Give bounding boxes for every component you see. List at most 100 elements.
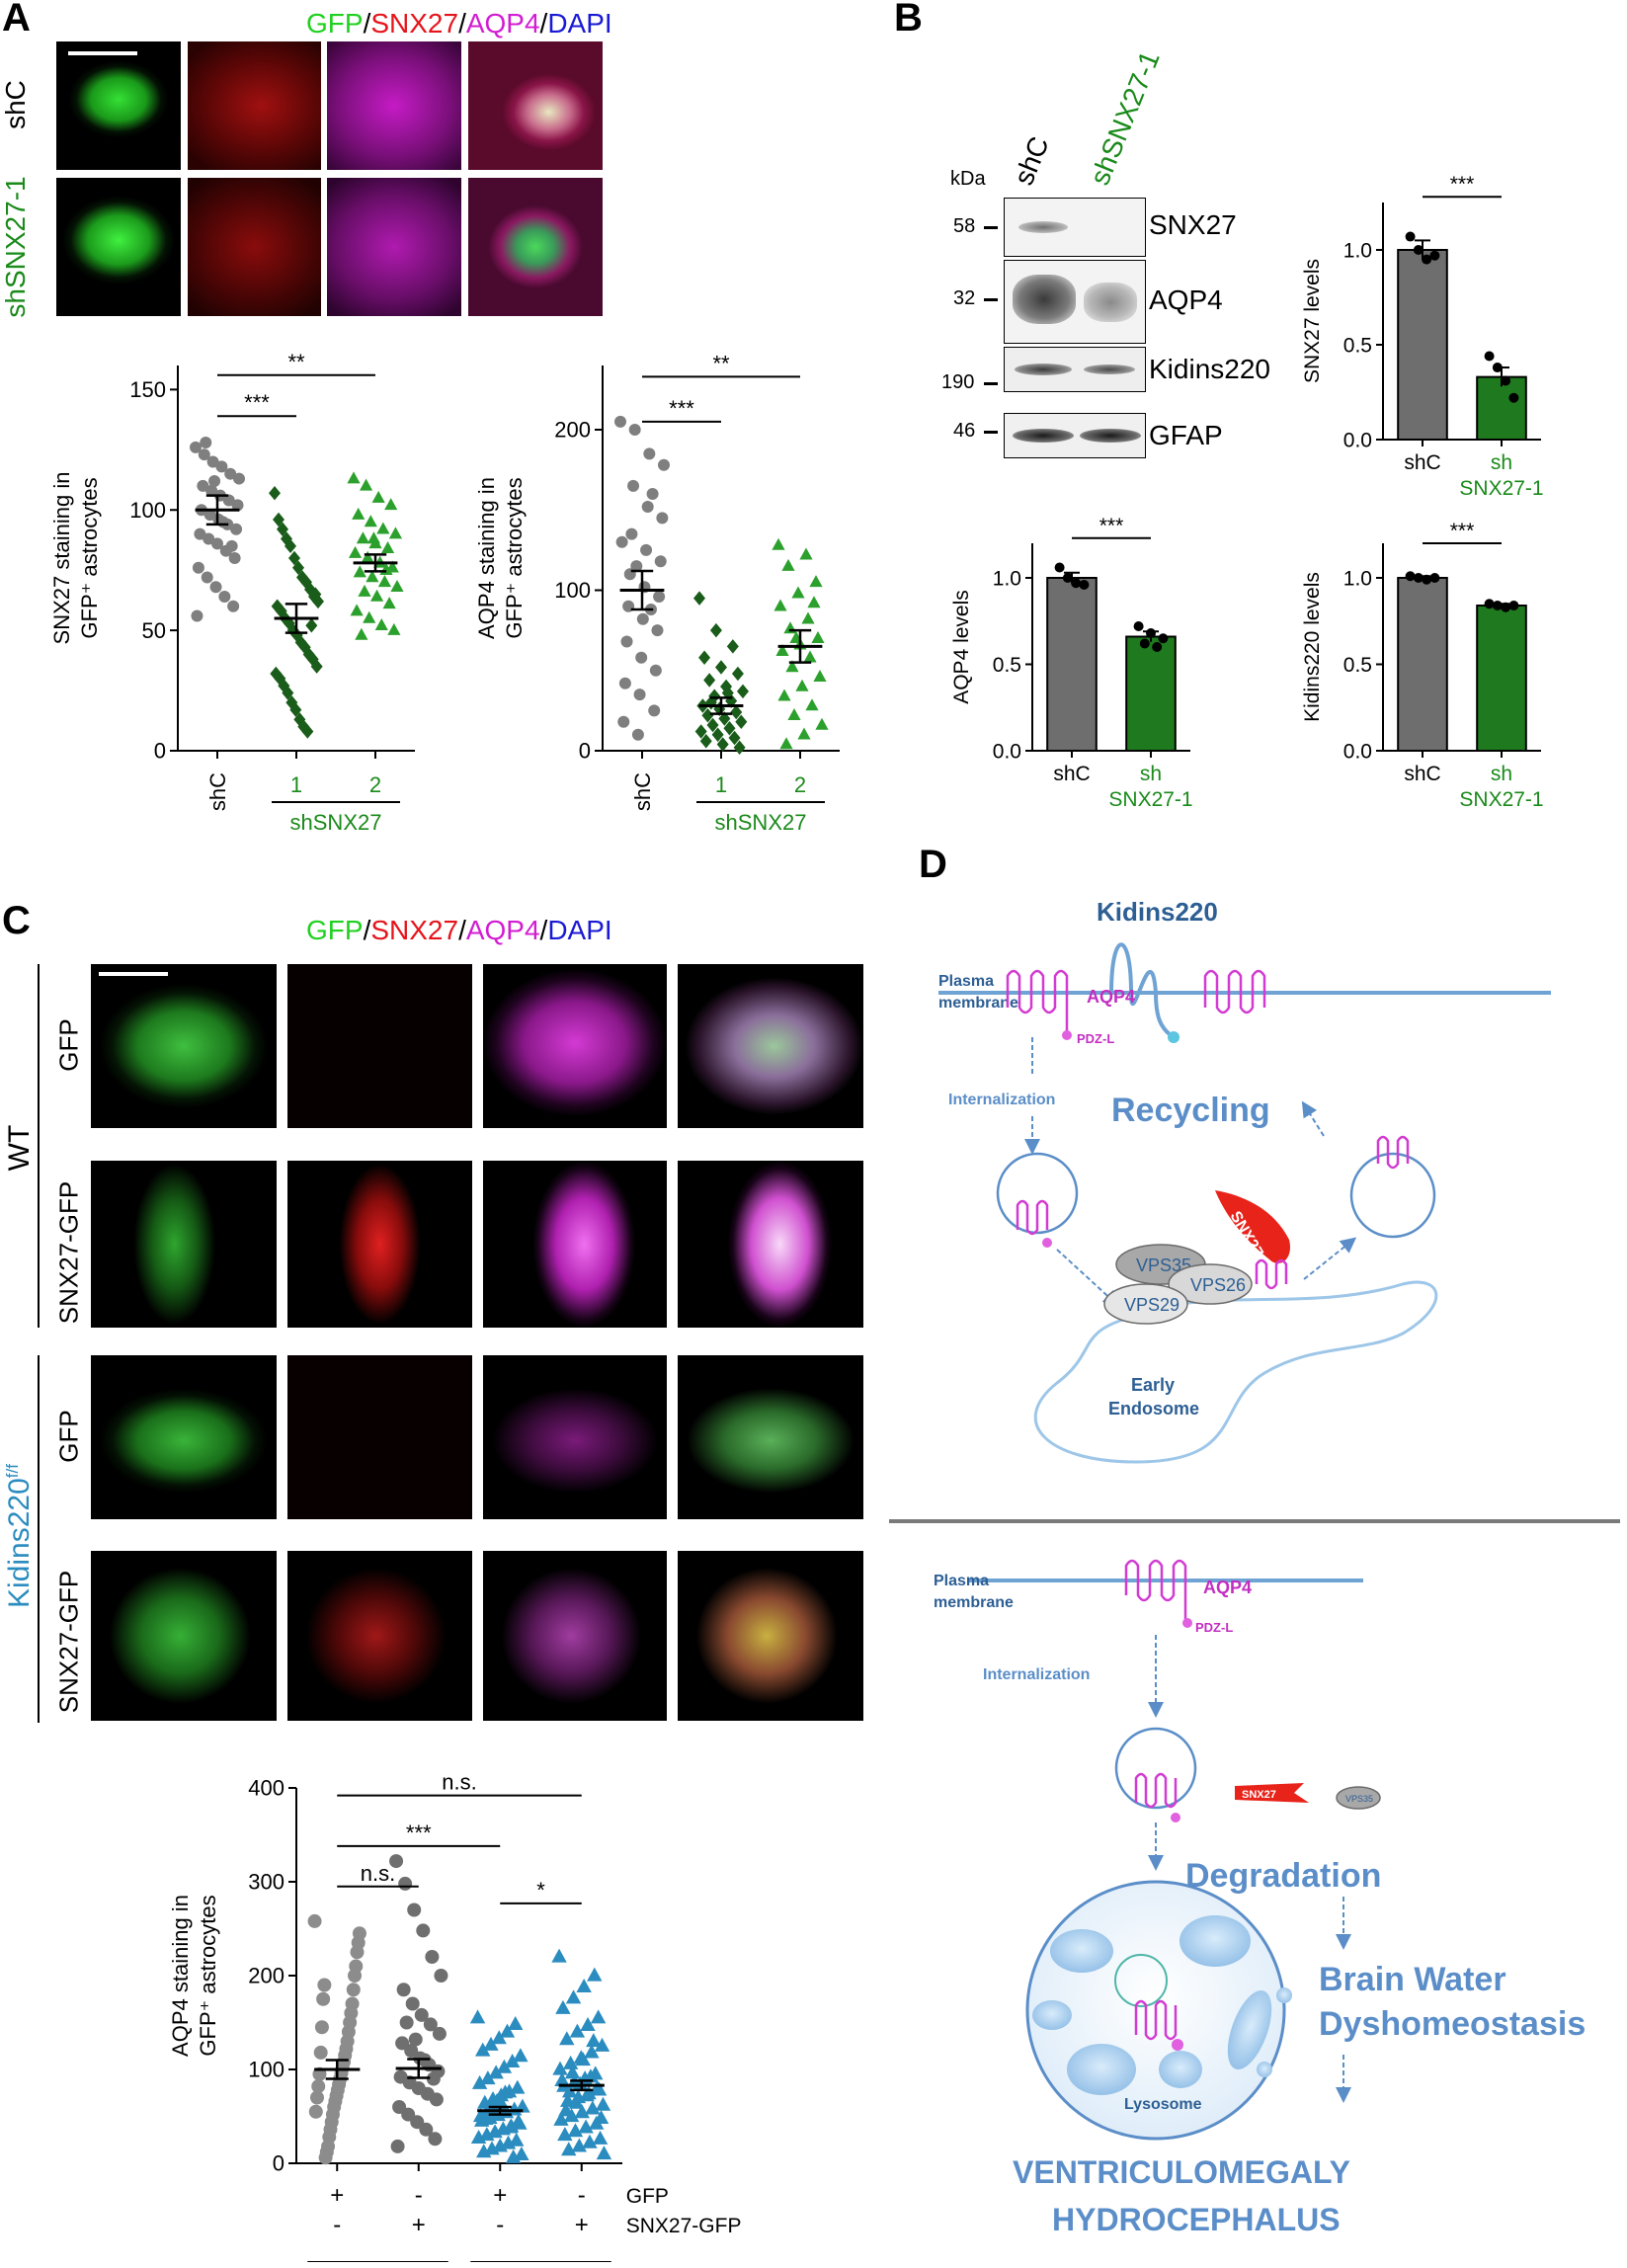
data-point <box>694 724 707 739</box>
x-tick-label: 1 <box>290 772 302 797</box>
data-point <box>277 522 288 536</box>
data-point <box>1492 363 1503 373</box>
data-point <box>614 415 626 428</box>
data-point <box>698 650 711 665</box>
y-tick-label: 1.0 <box>1343 239 1372 262</box>
data-point <box>1501 375 1511 386</box>
y-axis-label: SNX27 staining in <box>49 472 74 645</box>
data-point <box>799 547 813 560</box>
data-point <box>811 631 825 644</box>
bar <box>1476 605 1527 752</box>
group-label: shSNX27 <box>715 810 807 835</box>
x-tick-label: shC <box>1404 451 1440 474</box>
channel-title-part: / <box>458 915 466 945</box>
panel-label-a: A <box>2 0 31 40</box>
data-point <box>653 591 666 603</box>
micrograph-wt-snx27gfp-aqp4 <box>483 1161 667 1328</box>
data-point <box>200 437 212 448</box>
data-point <box>475 2042 491 2057</box>
aqp4-recycling-vesicle <box>1376 1135 1410 1170</box>
data-point <box>772 537 785 550</box>
channel-title-part: DAPI <box>547 915 612 945</box>
data-point <box>1079 580 1090 590</box>
marker-190: 190 <box>941 371 975 393</box>
data-point <box>590 2009 607 2024</box>
data-point <box>654 555 667 568</box>
data-point <box>554 2072 570 2086</box>
group-bracket-wt <box>38 964 40 1328</box>
data-point <box>285 538 296 554</box>
data-point <box>361 550 374 563</box>
data-point <box>282 686 294 700</box>
label-early: Early <box>1131 1375 1175 1395</box>
panel-a-channel-title: GFP/SNX27/AQP4/DAPI <box>306 8 612 40</box>
data-point <box>803 650 817 663</box>
y-tick-label: 0.0 <box>993 740 1021 763</box>
data-point <box>471 2074 488 2089</box>
label-pdzl: PDZ-L <box>1077 1031 1114 1046</box>
label-ventriculomegaly: VENTRICULOMEGALY <box>1013 2154 1350 2190</box>
label-degradation: Degradation <box>1185 1857 1381 1895</box>
data-point <box>311 2079 326 2094</box>
data-point <box>347 471 361 484</box>
x-tick-label: shC <box>1053 763 1090 785</box>
data-point <box>551 1948 567 1963</box>
data-point <box>615 535 628 548</box>
y-tick-label: 100 <box>129 498 166 523</box>
micrograph-wt-snx27gfp-merge <box>678 1161 863 1328</box>
data-point <box>580 2016 596 2031</box>
data-point <box>628 424 641 436</box>
band-label-kidins220: Kidins220 <box>1149 354 1270 384</box>
data-point <box>273 512 285 527</box>
data-point <box>371 490 385 503</box>
x-tick-label: 1 <box>715 772 727 797</box>
label-hydrocephalus: HYDROCEPHALUS <box>1052 2202 1341 2237</box>
data-point <box>726 639 739 654</box>
data-point <box>271 599 284 613</box>
micrograph-shc-merge <box>468 41 603 170</box>
data-point <box>805 698 819 711</box>
data-point <box>198 448 210 461</box>
significance-label: ** <box>287 350 305 374</box>
group-label: shSNX27 <box>290 810 382 835</box>
data-point <box>390 2139 405 2153</box>
blot-strip-snx27 <box>1004 198 1146 257</box>
marker-tick <box>984 226 998 229</box>
snx27-protein <box>1215 1190 1290 1263</box>
kda-label: kDa <box>950 168 986 190</box>
label-plasma-bottom: Plasma <box>934 1573 989 1589</box>
y-tick-label: 1.0 <box>1343 567 1372 590</box>
data-point <box>208 475 221 487</box>
data-point <box>480 2070 496 2085</box>
channel-title-part: SNX27 <box>370 8 459 39</box>
label-pdzl-bottom: PDZ-L <box>1195 1620 1233 1635</box>
channel-title-part: / <box>458 8 466 39</box>
data-point <box>192 561 204 574</box>
data-point <box>1508 392 1519 403</box>
data-point <box>783 621 797 634</box>
aqp4-bottom <box>1124 1559 1187 1602</box>
vps29-complex <box>1103 1283 1188 1325</box>
panel-label-b: B <box>894 0 923 40</box>
blot-strip-kidins220 <box>1004 347 1146 392</box>
data-point <box>399 2015 414 2030</box>
label-vps26: VPS26 <box>1190 1275 1246 1295</box>
label-vps35: VPS35 <box>1136 1256 1191 1275</box>
data-point <box>578 2119 594 2134</box>
micrograph-kidins-snx27gfp-gfp <box>91 1551 277 1721</box>
x-tick-label: SNX27-1 <box>1108 788 1192 811</box>
data-point <box>363 610 376 623</box>
condition-mark: + <box>575 2212 589 2238</box>
data-point <box>209 581 222 594</box>
label-internalization-bottom: Internalization <box>983 1666 1090 1683</box>
data-point <box>733 740 746 755</box>
channel-title-part: DAPI <box>547 8 612 39</box>
data-point <box>405 1996 420 2011</box>
data-point <box>429 2092 444 2107</box>
data-point <box>815 717 829 730</box>
data-point <box>801 611 815 624</box>
label-kidins220: Kidins220 <box>1097 897 1218 927</box>
significance-label: *** <box>669 396 694 421</box>
data-point <box>1133 621 1144 631</box>
lane-label-shc: shC <box>1008 131 1055 190</box>
